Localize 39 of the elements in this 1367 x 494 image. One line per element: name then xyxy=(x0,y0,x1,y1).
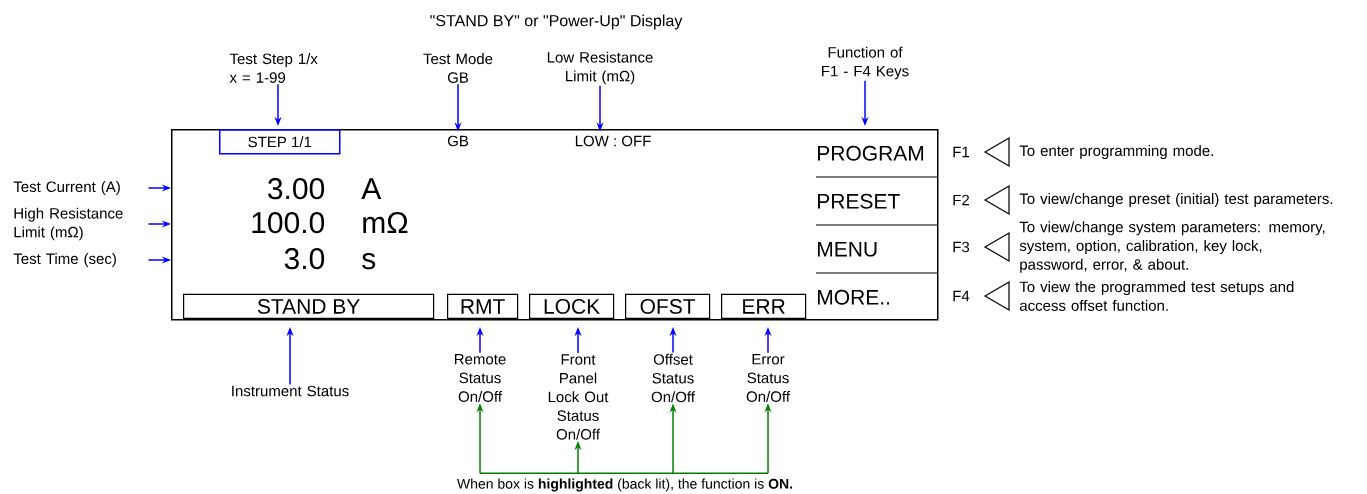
callout-text: Function of F1 - F4 Keys xyxy=(822,46,909,80)
key-label: F4 xyxy=(953,290,970,302)
soft-key-label: MENU xyxy=(818,241,877,257)
callout-text: Test Time (sec) xyxy=(13,253,116,267)
bracket-line xyxy=(479,472,769,474)
status-box: OFST xyxy=(625,293,711,319)
key-label: F2 xyxy=(953,194,969,206)
callout-text: Remote Status On/Off xyxy=(455,354,506,402)
description-text: To view/change system parameters: memory, system, option, calibration, key lock, password, error, & about. xyxy=(1019,221,1325,273)
status-box: STAND BY xyxy=(183,293,435,319)
status-box: RMT xyxy=(447,293,519,319)
description-text: To enter programming mode. xyxy=(1019,145,1213,159)
soft-key-label: MORE.. xyxy=(818,289,889,305)
title: "STAND BY" or "Power-Up" Display xyxy=(430,14,683,30)
callout-text: Front Panel Lock Out Status On/Off xyxy=(548,354,609,440)
callout-text: Test Step 1/x x = 1-99 xyxy=(229,53,318,83)
soft-key-label: PRESET xyxy=(818,193,900,209)
display-screen xyxy=(171,129,939,321)
note-text: When box is highlighted (back lit), the function is ON. xyxy=(457,478,793,492)
key-label: F3 xyxy=(953,241,970,253)
reading-text: 100.0 mΩ xyxy=(252,212,408,234)
description-text: To view/change preset (initial) test parameters. xyxy=(1019,193,1333,207)
status-box: LOCK xyxy=(529,293,615,319)
callout-text: Instrument Status xyxy=(232,385,349,397)
callout-text: Offset Status On/Off xyxy=(651,353,695,403)
callout-text: High Resistance Limit (mΩ) xyxy=(14,207,123,241)
callout-text: Error Status On/Off xyxy=(746,354,790,402)
description-text: To view the programmed test setups and access offset function. xyxy=(1019,281,1294,311)
display-text: LOW : OFF xyxy=(575,135,651,147)
reading-text: 3.00 A xyxy=(268,178,382,200)
key-label: F1 xyxy=(953,146,970,158)
display-text: GB xyxy=(447,135,469,147)
reading-text: 3.0 s xyxy=(284,248,376,270)
status-box: ERR xyxy=(721,293,807,319)
soft-key-label: PROGRAM xyxy=(818,145,924,161)
step-indicator-box: STEP 1/1 xyxy=(219,129,341,155)
callout-text: Test Current (A) xyxy=(13,181,120,195)
callout-text: Low Resistance Limit (mΩ) xyxy=(547,51,653,85)
callout-text: Test Mode GB xyxy=(423,53,493,83)
